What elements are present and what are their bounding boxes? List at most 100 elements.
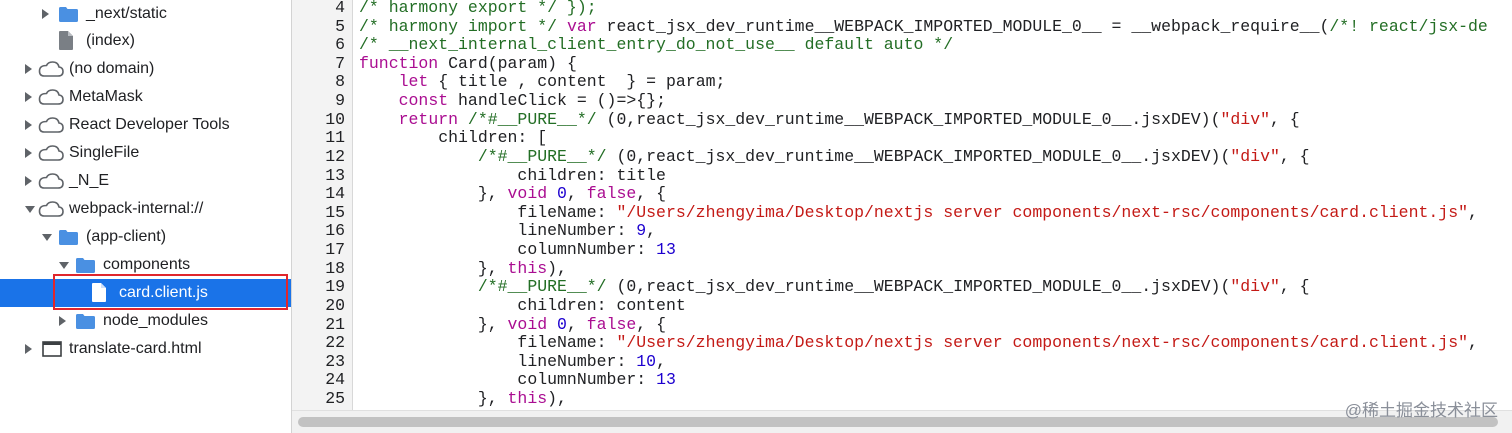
code-token: children: content — [359, 295, 686, 315]
code-line[interactable]: 19 /*#__PURE__*/ (0,react_jsx_dev_runtim… — [292, 277, 1512, 297]
code-line[interactable]: 13 children: title — [292, 165, 1512, 186]
code-line[interactable]: 18 }, this), — [292, 258, 1512, 279]
expanded-triangle-icon[interactable] — [59, 262, 69, 269]
code-line[interactable]: 24 columnNumber: 13 — [292, 371, 1512, 390]
code-text: fileName: "/Users/zhengyima/Desktop/next… — [359, 333, 1478, 353]
tree-item-components[interactable]: components — [0, 251, 291, 279]
tree-item-no-domain[interactable]: (no domain) — [0, 55, 291, 83]
tree-item-webpack-internal[interactable]: webpack-internal:// — [0, 195, 291, 223]
code-line[interactable]: 17 columnNumber: 13 — [292, 240, 1512, 260]
code-line[interactable]: 25 }, this), — [292, 389, 1512, 409]
code-token: children: [ — [359, 128, 548, 148]
tree-item-card-client-js[interactable]: card.client.js — [0, 279, 291, 307]
code-token: }, — [359, 258, 508, 278]
line-number[interactable]: 5 — [335, 16, 345, 36]
line-number[interactable]: 16 — [325, 221, 345, 241]
code-text: /* __next_internal_client_entry_do_not_u… — [359, 35, 953, 55]
expanded-triangle-icon[interactable] — [42, 234, 52, 241]
code-token: , — [1468, 333, 1478, 353]
code-line[interactable]: 20 children: content — [292, 295, 1512, 316]
code-token: }, — [359, 184, 508, 204]
code-line[interactable]: 21 }, void 0, false, { — [292, 314, 1512, 335]
code-token: ) { — [547, 53, 577, 73]
tree-item-index[interactable]: (index) — [0, 27, 291, 55]
code-text: }, void 0, false, { — [359, 184, 666, 204]
code-line[interactable]: 23 lineNumber: 10, — [292, 351, 1512, 372]
watermark: @稀土掘金技术社区 — [1344, 401, 1498, 420]
collapsed-triangle-icon[interactable] — [59, 316, 66, 326]
code-line[interactable]: 8 let { title , content } = param; — [292, 73, 1512, 92]
code-token: fileName: — [359, 202, 617, 222]
line-number[interactable]: 18 — [325, 258, 345, 278]
collapsed-triangle-icon[interactable] — [25, 176, 32, 186]
code-line[interactable]: 11 children: [ — [292, 129, 1512, 148]
code-line[interactable]: 14 }, void 0, false, { — [292, 184, 1512, 204]
code-text: children: content — [359, 295, 686, 316]
code-line[interactable]: 22 fileName: "/Users/zhengyima/Desktop/n… — [292, 333, 1512, 353]
collapsed-triangle-icon[interactable] — [25, 120, 32, 130]
line-number[interactable]: 20 — [325, 295, 345, 315]
line-number[interactable]: 19 — [325, 277, 345, 297]
code-line[interactable]: 5/* harmony import */ var react_jsx_dev_… — [292, 16, 1512, 37]
folder-icon — [59, 7, 78, 22]
line-number[interactable]: 4 — [335, 0, 345, 17]
code-line[interactable]: 6 /* __next_internal_client_entry_do_not_… — [292, 35, 1512, 55]
code-token: { — [438, 72, 459, 92]
line-number[interactable]: 7 — [335, 53, 345, 73]
code-line[interactable]: 15 fileName: "/Users/zhengyima/Desktop/n… — [292, 202, 1512, 223]
code-line[interactable]: 10 return /*#__PURE__*/ (0,react_jsx_dev… — [292, 109, 1512, 130]
code-token: "div" — [1230, 277, 1280, 297]
line-number[interactable]: 10 — [325, 109, 345, 129]
line-number[interactable]: 11 — [325, 128, 345, 148]
line-number[interactable]: 25 — [325, 389, 345, 409]
code-token: /*#__PURE__*/ — [477, 146, 617, 166]
line-number[interactable]: 22 — [325, 333, 345, 353]
tree-item-next-static[interactable]: _next/static — [0, 0, 291, 28]
collapsed-triangle-icon[interactable] — [25, 344, 32, 354]
code-token: = ()=>{}; — [566, 91, 666, 111]
code-line[interactable]: 4/* harmony export */ }); — [292, 0, 1512, 18]
tree-item-n-e[interactable]: _N_E — [0, 167, 291, 195]
code-token: (0,react_jsx_dev_runtime__WEBPACK_IMPORT… — [616, 277, 1231, 297]
code-line[interactable]: 9 const handleClick = ()=>{}; — [292, 91, 1512, 111]
line-number[interactable]: 24 — [325, 370, 345, 390]
horizontal-scrollbar[interactable] — [292, 410, 1512, 433]
source-editor[interactable]: 4/* harmony export */ });5/* harmony imp… — [292, 0, 1512, 433]
line-number[interactable]: 17 — [325, 240, 345, 260]
line-number[interactable]: 6 — [335, 35, 345, 55]
code-line[interactable]: 12 /*#__PURE__*/ (0,react_jsx_dev_runtim… — [292, 146, 1512, 167]
line-number[interactable]: 14 — [325, 184, 345, 204]
code-text: lineNumber: 10, — [359, 352, 666, 372]
tree-item-node-modules[interactable]: node_modules — [0, 307, 291, 335]
tree-item-translate-card-html[interactable]: translate-card.html — [0, 335, 291, 363]
cloud-icon — [38, 117, 64, 133]
tree-item-label: card.client.js — [119, 284, 208, 301]
line-number[interactable]: 8 — [335, 72, 345, 92]
tree-item-react-developer-tools[interactable]: React Developer Tools — [0, 111, 291, 139]
code-token: 9 — [636, 221, 647, 241]
code-token — [359, 277, 478, 296]
line-number[interactable]: 23 — [325, 351, 345, 371]
expanded-triangle-icon[interactable] — [25, 206, 35, 213]
scrollbar-thumb[interactable] — [298, 417, 1498, 427]
folder-icon — [76, 258, 95, 273]
collapsed-triangle-icon[interactable] — [25, 92, 32, 102]
code-line[interactable]: 16 lineNumber: 9, — [292, 222, 1512, 241]
line-number[interactable]: 9 — [335, 91, 345, 111]
tree-item-singlefile[interactable]: SingleFile — [0, 139, 291, 167]
line-number[interactable]: 12 — [325, 146, 345, 166]
tree-item-app-client[interactable]: (app-client) — [0, 223, 291, 251]
code-token: }, — [359, 389, 508, 409]
line-number[interactable]: 13 — [325, 165, 345, 185]
code-token: , { — [636, 184, 666, 204]
code-text: let { title , content } = param; — [359, 72, 726, 92]
collapsed-triangle-icon[interactable] — [25, 64, 32, 74]
line-number[interactable]: 21 — [325, 314, 345, 334]
collapsed-triangle-icon[interactable] — [42, 9, 49, 19]
code-token: , { — [636, 314, 666, 334]
tree-item-metamask[interactable]: MetaMask — [0, 83, 291, 111]
code-token — [359, 72, 399, 91]
collapsed-triangle-icon[interactable] — [25, 148, 32, 158]
line-number[interactable]: 15 — [325, 202, 345, 222]
